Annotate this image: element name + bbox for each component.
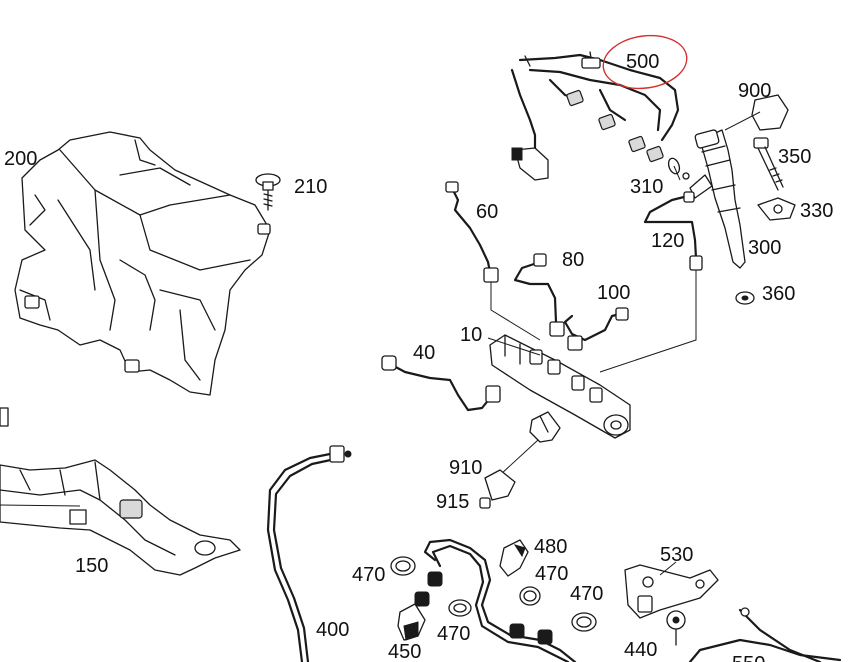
label-360: 360 [762,283,795,305]
label-550: 550 [732,653,765,662]
part-470-hose-clamp-a[interactable] [390,556,416,576]
label-350: 350 [778,146,811,168]
label-470-c: 470 [570,583,603,605]
part-500-wiring-harness[interactable] [510,51,680,181]
part-330-clamp[interactable] [757,197,796,221]
part-60-fuel-line[interactable] [445,181,541,341]
part-200-engine-cover[interactable] [14,131,271,396]
label-480: 480 [534,536,567,558]
label-450: 450 [388,641,421,662]
part-120-fuel-line[interactable] [599,191,703,373]
label-470-b: 470 [535,563,568,585]
part-450-connector[interactable] [397,603,426,641]
part-40-fuel-line[interactable] [381,355,501,412]
part-470-hose-clamp-d[interactable] [448,599,472,617]
part-350-bolt[interactable] [753,137,784,191]
part-300-injector[interactable] [689,129,746,269]
part-310-seal[interactable] [667,157,690,181]
label-400: 400 [316,619,349,641]
label-10: 10 [460,324,482,346]
label-150: 150 [75,555,108,577]
part-400-hose[interactable] [266,445,352,662]
fuel-hose-assembly[interactable] [414,538,577,662]
label-210: 210 [294,176,327,198]
label-60: 60 [476,201,498,223]
part-360-washer[interactable] [735,291,755,305]
part-100-fuel-line[interactable] [563,307,629,351]
part-910-pressure-sensor[interactable] [499,411,561,476]
label-100: 100 [597,282,630,304]
part-150-bracket[interactable] [0,407,241,576]
label-530: 530 [660,544,693,566]
part-10-fuel-rail[interactable] [487,334,631,439]
part-480-connector[interactable] [499,539,529,577]
label-200: 200 [4,148,37,170]
label-120: 120 [651,230,684,252]
label-40: 40 [413,342,435,364]
label-915: 915 [436,491,469,513]
part-470-hose-clamp-b[interactable] [519,586,541,606]
label-440: 440 [624,639,657,661]
label-330: 330 [800,200,833,222]
part-440-bolt[interactable] [666,610,686,646]
label-900: 900 [738,80,771,102]
label-910: 910 [449,457,482,479]
label-80: 80 [562,249,584,271]
label-470-a: 470 [352,564,385,586]
part-80-fuel-line[interactable] [513,253,565,337]
label-310: 310 [630,176,663,198]
part-530-bracket[interactable] [624,561,719,619]
part-210-screw[interactable] [255,173,281,211]
label-500: 500 [626,51,659,73]
part-500-highlight-circle [602,34,688,90]
part-550-pipe[interactable] [688,607,842,662]
part-915-valve[interactable] [479,469,516,509]
part-900-connector[interactable] [724,94,789,131]
label-300: 300 [748,237,781,259]
label-470-d: 470 [437,623,470,645]
part-470-hose-clamp-c[interactable] [571,612,597,632]
